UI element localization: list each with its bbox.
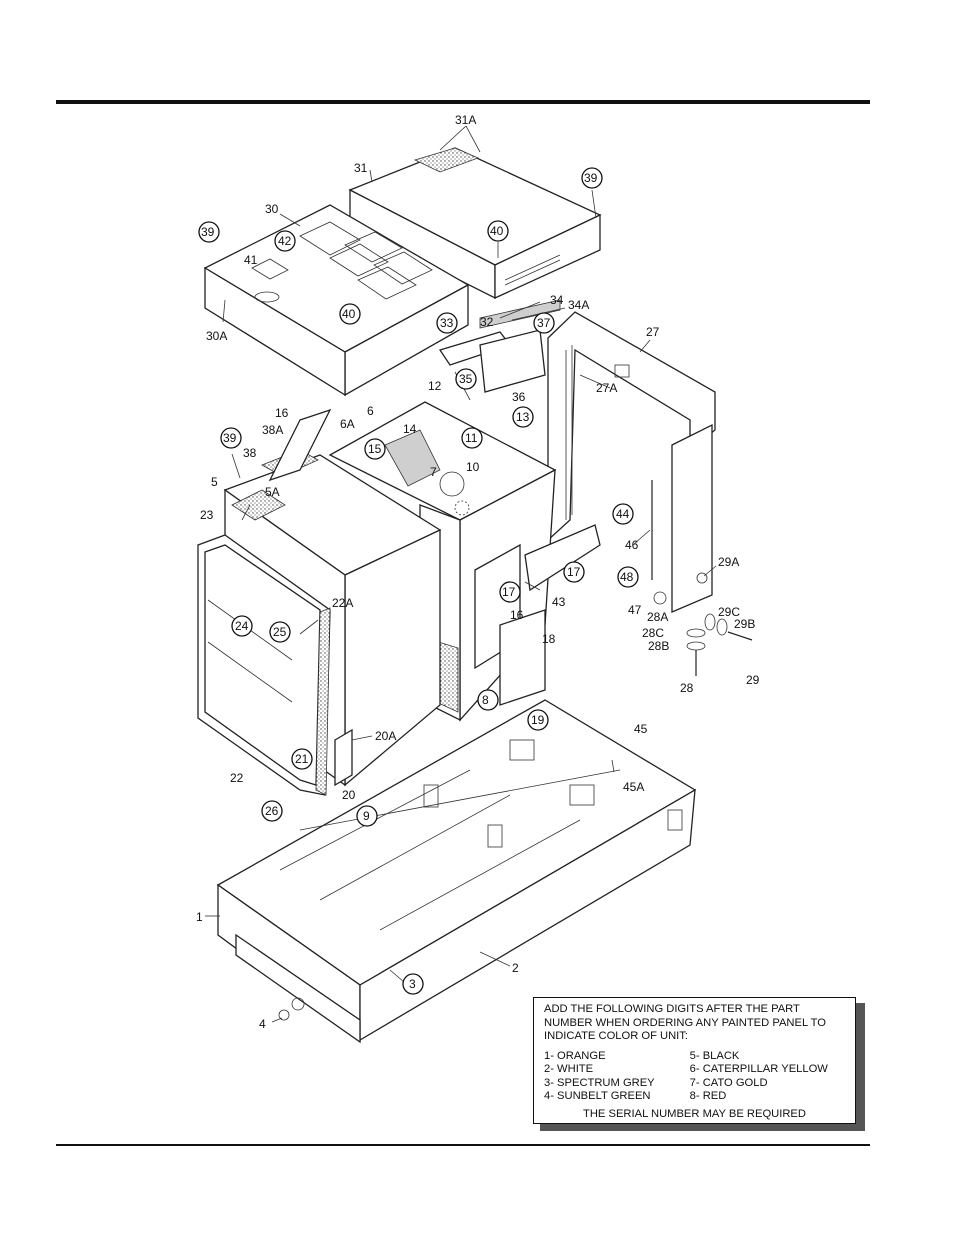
color-code: 3- SPECTRUM GREY (544, 1076, 655, 1089)
label-40: 40 (490, 224, 504, 238)
label-27: 27 (646, 325, 660, 339)
color-code: 6- CATERPILLAR YELLOW (689, 1063, 828, 1075)
label-13: 13 (516, 410, 530, 424)
label-34A: 34A (568, 298, 589, 312)
circled-callouts (198, 167, 639, 995)
label-20: 20 (342, 788, 356, 802)
label-30A: 30A (206, 329, 227, 343)
base-frame (216, 699, 697, 1044)
label-39: 39 (223, 431, 237, 445)
label-17: 17 (502, 585, 516, 599)
label-17: 17 (567, 565, 581, 579)
roof-panel-31 (348, 147, 602, 300)
label-48: 48 (620, 570, 634, 584)
label-29A: 29A (718, 555, 739, 569)
label-22A: 22A (332, 596, 353, 610)
label-38A: 38A (262, 423, 283, 437)
color-code: 4- SUNBELT GREEN (544, 1090, 651, 1102)
label-25: 25 (273, 625, 287, 639)
label-31: 31 (354, 161, 368, 175)
header-rule (56, 100, 870, 104)
label-42: 42 (278, 234, 292, 248)
label-15: 15 (368, 442, 382, 456)
label-36: 36 (512, 390, 526, 404)
label-24: 24 (235, 619, 249, 633)
label-31A: 31A (455, 113, 476, 127)
label-8: 8 (482, 693, 489, 707)
note-left-column: 1- ORANGE 2- WHITE 3- SPECTRUM GREY 4- S… (544, 1050, 690, 1104)
label-45: 45 (634, 722, 648, 736)
label-46: 46 (625, 538, 639, 552)
label-28: 28 (680, 681, 694, 695)
label-18: 18 (542, 632, 556, 646)
label-39: 39 (584, 171, 598, 185)
label-14: 14 (403, 422, 417, 436)
label-1: 1 (196, 910, 203, 924)
label-4: 4 (259, 1017, 266, 1031)
label-5A: 5A (265, 485, 280, 499)
label-29C: 29C (718, 605, 740, 619)
label-11: 11 (465, 431, 478, 445)
label-10: 10 (466, 460, 480, 474)
label-12: 12 (428, 379, 442, 393)
label-28A: 28A (647, 610, 668, 624)
label-21: 21 (295, 752, 309, 766)
label-2: 2 (512, 961, 519, 975)
brace-brackets (268, 408, 601, 706)
color-code: 8- RED (689, 1090, 727, 1102)
color-code: 2- WHITE (544, 1063, 594, 1075)
label-16: 16 (275, 406, 289, 420)
label-41: 41 (244, 253, 258, 267)
label-7: 7 (430, 465, 437, 479)
side-door-panels (197, 534, 353, 796)
label-5: 5 (211, 475, 218, 489)
label-27A: 27A (596, 381, 617, 395)
label-29: 29 (746, 673, 760, 687)
label-40: 40 (342, 307, 356, 321)
part-number-labels: 31A 31 39 30 39 40 42 41 30A 40 33 32 34… (196, 113, 760, 1031)
label-34: 34 (550, 293, 564, 307)
label-35: 35 (459, 372, 473, 386)
note-right-column: 5- BLACK 6- CATERPILLAR YELLOW 7- CATO G… (690, 1050, 845, 1104)
label-9: 9 (363, 809, 370, 823)
label-37: 37 (537, 316, 551, 330)
air-duct-assembly (438, 299, 561, 401)
label-29B: 29B (734, 617, 755, 631)
label-47: 47 (628, 603, 642, 617)
footer-rule (56, 1144, 870, 1146)
label-20A: 20A (375, 729, 396, 743)
label-22: 22 (230, 771, 244, 785)
label-43: 43 (552, 595, 566, 609)
label-16: 16 (510, 608, 524, 622)
roof-panel-30 (203, 204, 470, 397)
label-44: 44 (616, 507, 630, 521)
serial-number-note: THE SERIAL NUMBER MAY BE REQUIRED (583, 1107, 806, 1120)
label-32: 32 (480, 315, 494, 329)
label-39: 39 (201, 225, 215, 239)
color-code: 5- BLACK (689, 1049, 740, 1062)
color-code: 7- CATO GOLD (689, 1076, 768, 1089)
color-code: 1- ORANGE (544, 1049, 606, 1062)
label-45A: 45A (623, 780, 644, 794)
leader-lines (205, 125, 717, 1023)
label-6: 6 (367, 404, 374, 418)
paint-color-note: ADD THE FOLLOWING DIGITS AFTER THE PART … (533, 997, 856, 1124)
label-3: 3 (409, 977, 416, 991)
label-19: 19 (531, 713, 545, 727)
label-23: 23 (200, 508, 214, 522)
label-28C: 28C (642, 626, 664, 640)
note-header: ADD THE FOLLOWING DIGITS AFTER THE PART … (544, 1003, 827, 1042)
end-frame-27 (547, 311, 716, 613)
label-33: 33 (440, 316, 454, 330)
label-26: 26 (265, 804, 279, 818)
label-6A: 6A (340, 417, 355, 431)
label-28B: 28B (648, 639, 669, 653)
label-38: 38 (243, 446, 257, 460)
label-30: 30 (265, 202, 279, 216)
